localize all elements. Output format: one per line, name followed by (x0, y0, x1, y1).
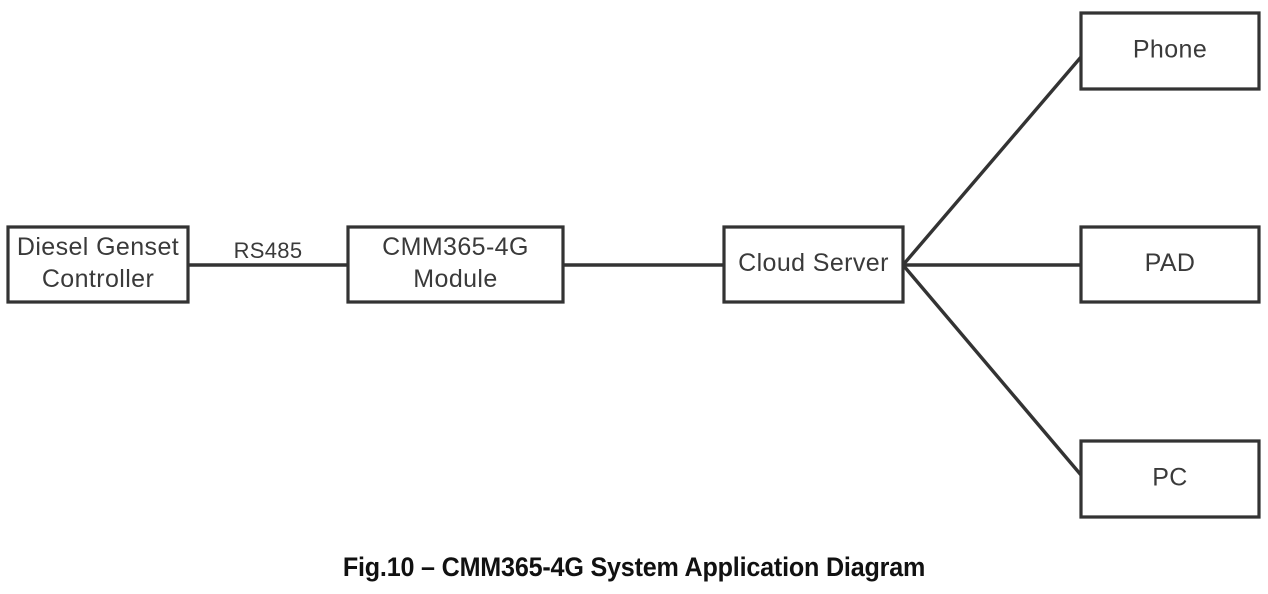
node-pad[interactable]: PAD (1081, 227, 1259, 302)
node-box-diesel-genset-controller[interactable] (8, 227, 188, 302)
figure-caption: Fig.10 – CMM365-4G System Application Di… (342, 552, 926, 582)
connector-layer (188, 55, 1083, 477)
node-diesel-genset-controller[interactable]: Diesel Genset Controller (8, 227, 188, 302)
node-box-cmm365-4g-module[interactable] (348, 227, 563, 302)
connector-cloud-to-pc (901, 263, 1083, 477)
connector-cloud-to-phone (901, 55, 1083, 267)
node-label-cloud-server: Cloud Server (738, 249, 889, 277)
node-label-phone: Phone (1133, 36, 1207, 64)
node-box-pad[interactable] (1081, 227, 1259, 302)
node-label-cmm365-4g-module-line1: CMM365-4G (382, 233, 529, 261)
node-box-pc[interactable] (1081, 441, 1259, 517)
edge-label-layer: RS485 (234, 238, 303, 263)
node-label-pad: PAD (1145, 249, 1196, 277)
node-box-cloud-server[interactable] (724, 227, 903, 302)
node-cloud-server[interactable]: Cloud Server (724, 227, 903, 302)
node-cmm365-4g-module[interactable]: CMM365-4G Module (348, 227, 563, 302)
edge-label-rs485: RS485 (234, 238, 303, 263)
node-phone[interactable]: Phone (1081, 13, 1259, 89)
node-label-diesel-genset-controller-line1: Diesel Genset (17, 233, 179, 261)
node-label-cmm365-4g-module-line2: Module (413, 265, 497, 293)
node-label-pc: PC (1152, 464, 1188, 492)
node-box-phone[interactable] (1081, 13, 1259, 89)
node-label-diesel-genset-controller-line2: Controller (42, 265, 154, 293)
node-pc[interactable]: PC (1081, 441, 1259, 517)
